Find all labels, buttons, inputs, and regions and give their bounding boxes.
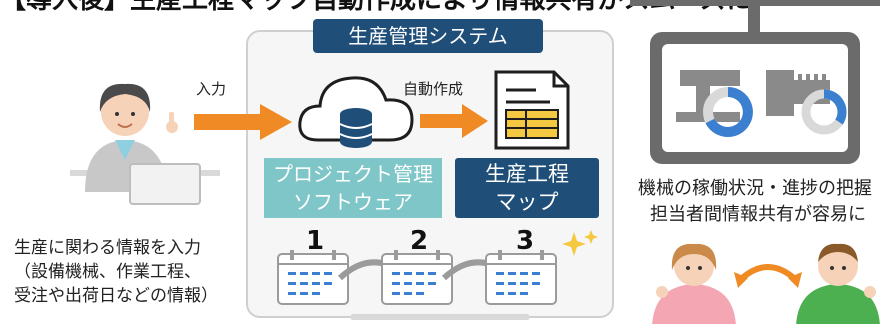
process-map-line1: 生産工程 xyxy=(485,162,569,186)
process-map-line2: マップ xyxy=(495,190,559,214)
step-number-2: 2 xyxy=(410,226,429,256)
female-worker xyxy=(652,243,736,324)
auto-create-label: 自動作成 xyxy=(403,80,464,98)
input-caption: 生産に関わる情報を入力 （設備機械、作業工程、 受注や出荷日などの情報） xyxy=(14,236,218,308)
input-caption-line3: 受注や出荷日などの情報） xyxy=(14,286,218,306)
sparkle-icon xyxy=(562,230,598,256)
cloud-database-icon xyxy=(298,76,414,148)
calendar-icon-2 xyxy=(381,250,453,305)
spreadsheet-document-icon xyxy=(494,70,570,150)
factory-monitor-illustration xyxy=(630,0,880,164)
workers-sharing-illustration xyxy=(652,243,880,324)
monitor-caption: 機械の稼働状況・進捗の把握 担当者間情報共有が容易に xyxy=(638,176,872,228)
monitor-caption-line2: 担当者間情報共有が容易に xyxy=(650,204,866,225)
office-worker-illustration xyxy=(70,83,220,205)
header-title: 【導入後】生産工程マップ自動作成により情報共有がスムーズに xyxy=(0,0,753,15)
input-arrow xyxy=(194,104,292,140)
calendar-icon-1 xyxy=(277,250,349,305)
input-caption-line2: （設備機械、作業工程、 xyxy=(14,262,201,282)
monitor-caption-line1: 機械の稼働状況・進捗の把握 xyxy=(638,178,872,199)
calendar-icon-3 xyxy=(485,250,557,305)
process-map-box: 生産工程 マップ xyxy=(455,158,599,218)
step-number-3: 3 xyxy=(516,226,535,256)
male-worker xyxy=(796,243,880,324)
system-label: 生産管理システム xyxy=(313,19,543,53)
input-caption-line1: 生産に関わる情報を入力 xyxy=(14,238,201,258)
project-software-line2: ソフトウェア xyxy=(293,190,413,214)
step-number-1: 1 xyxy=(306,226,325,256)
input-arrow-label: 入力 xyxy=(196,80,227,98)
system-frame-bottom-bar xyxy=(350,314,530,320)
project-software-box: プロジェクト管理 ソフトウェア xyxy=(264,158,442,218)
calendar-sequence xyxy=(277,250,557,305)
auto-create-arrow xyxy=(420,104,488,138)
project-software-line1: プロジェクト管理 xyxy=(273,162,433,186)
